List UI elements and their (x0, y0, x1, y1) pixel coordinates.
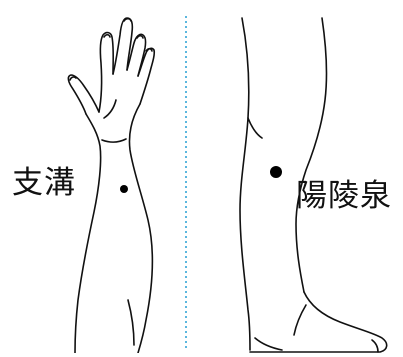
wrist-crease (101, 138, 127, 143)
index-nail (103, 33, 111, 38)
toe-contour (371, 339, 379, 353)
acupoint-label-zhigou: 支溝 (12, 165, 76, 201)
acupoint-label-yanglingquan: 陽陵泉 (296, 178, 392, 214)
ring-nail (136, 34, 144, 39)
ankle-contour (293, 304, 307, 336)
ring-finger-outline (126, 33, 147, 77)
thumb-outline (67, 74, 100, 115)
middle-nail (123, 17, 132, 22)
middle-finger-outline (112, 17, 134, 75)
forearm-left-edge (74, 113, 102, 354)
acupoint-marker-dot (270, 166, 282, 178)
foot-outline (249, 291, 388, 353)
little-finger-outline (137, 47, 156, 105)
acupoint-marker-dot (120, 185, 128, 193)
forearm-right-edge (128, 103, 154, 354)
heel-contour (254, 337, 283, 351)
thumb-nail (69, 76, 77, 81)
forearm-illustration (67, 17, 156, 354)
little-nail (145, 47, 153, 52)
index-finger-outline (98, 31, 115, 113)
leg-left-edge (239, 17, 251, 351)
knee-contour (247, 117, 263, 139)
palm-crease (103, 99, 117, 119)
leg-right-edge (295, 17, 328, 293)
lower-leg-illustration (239, 17, 388, 353)
forearm-contour-line (127, 299, 135, 346)
